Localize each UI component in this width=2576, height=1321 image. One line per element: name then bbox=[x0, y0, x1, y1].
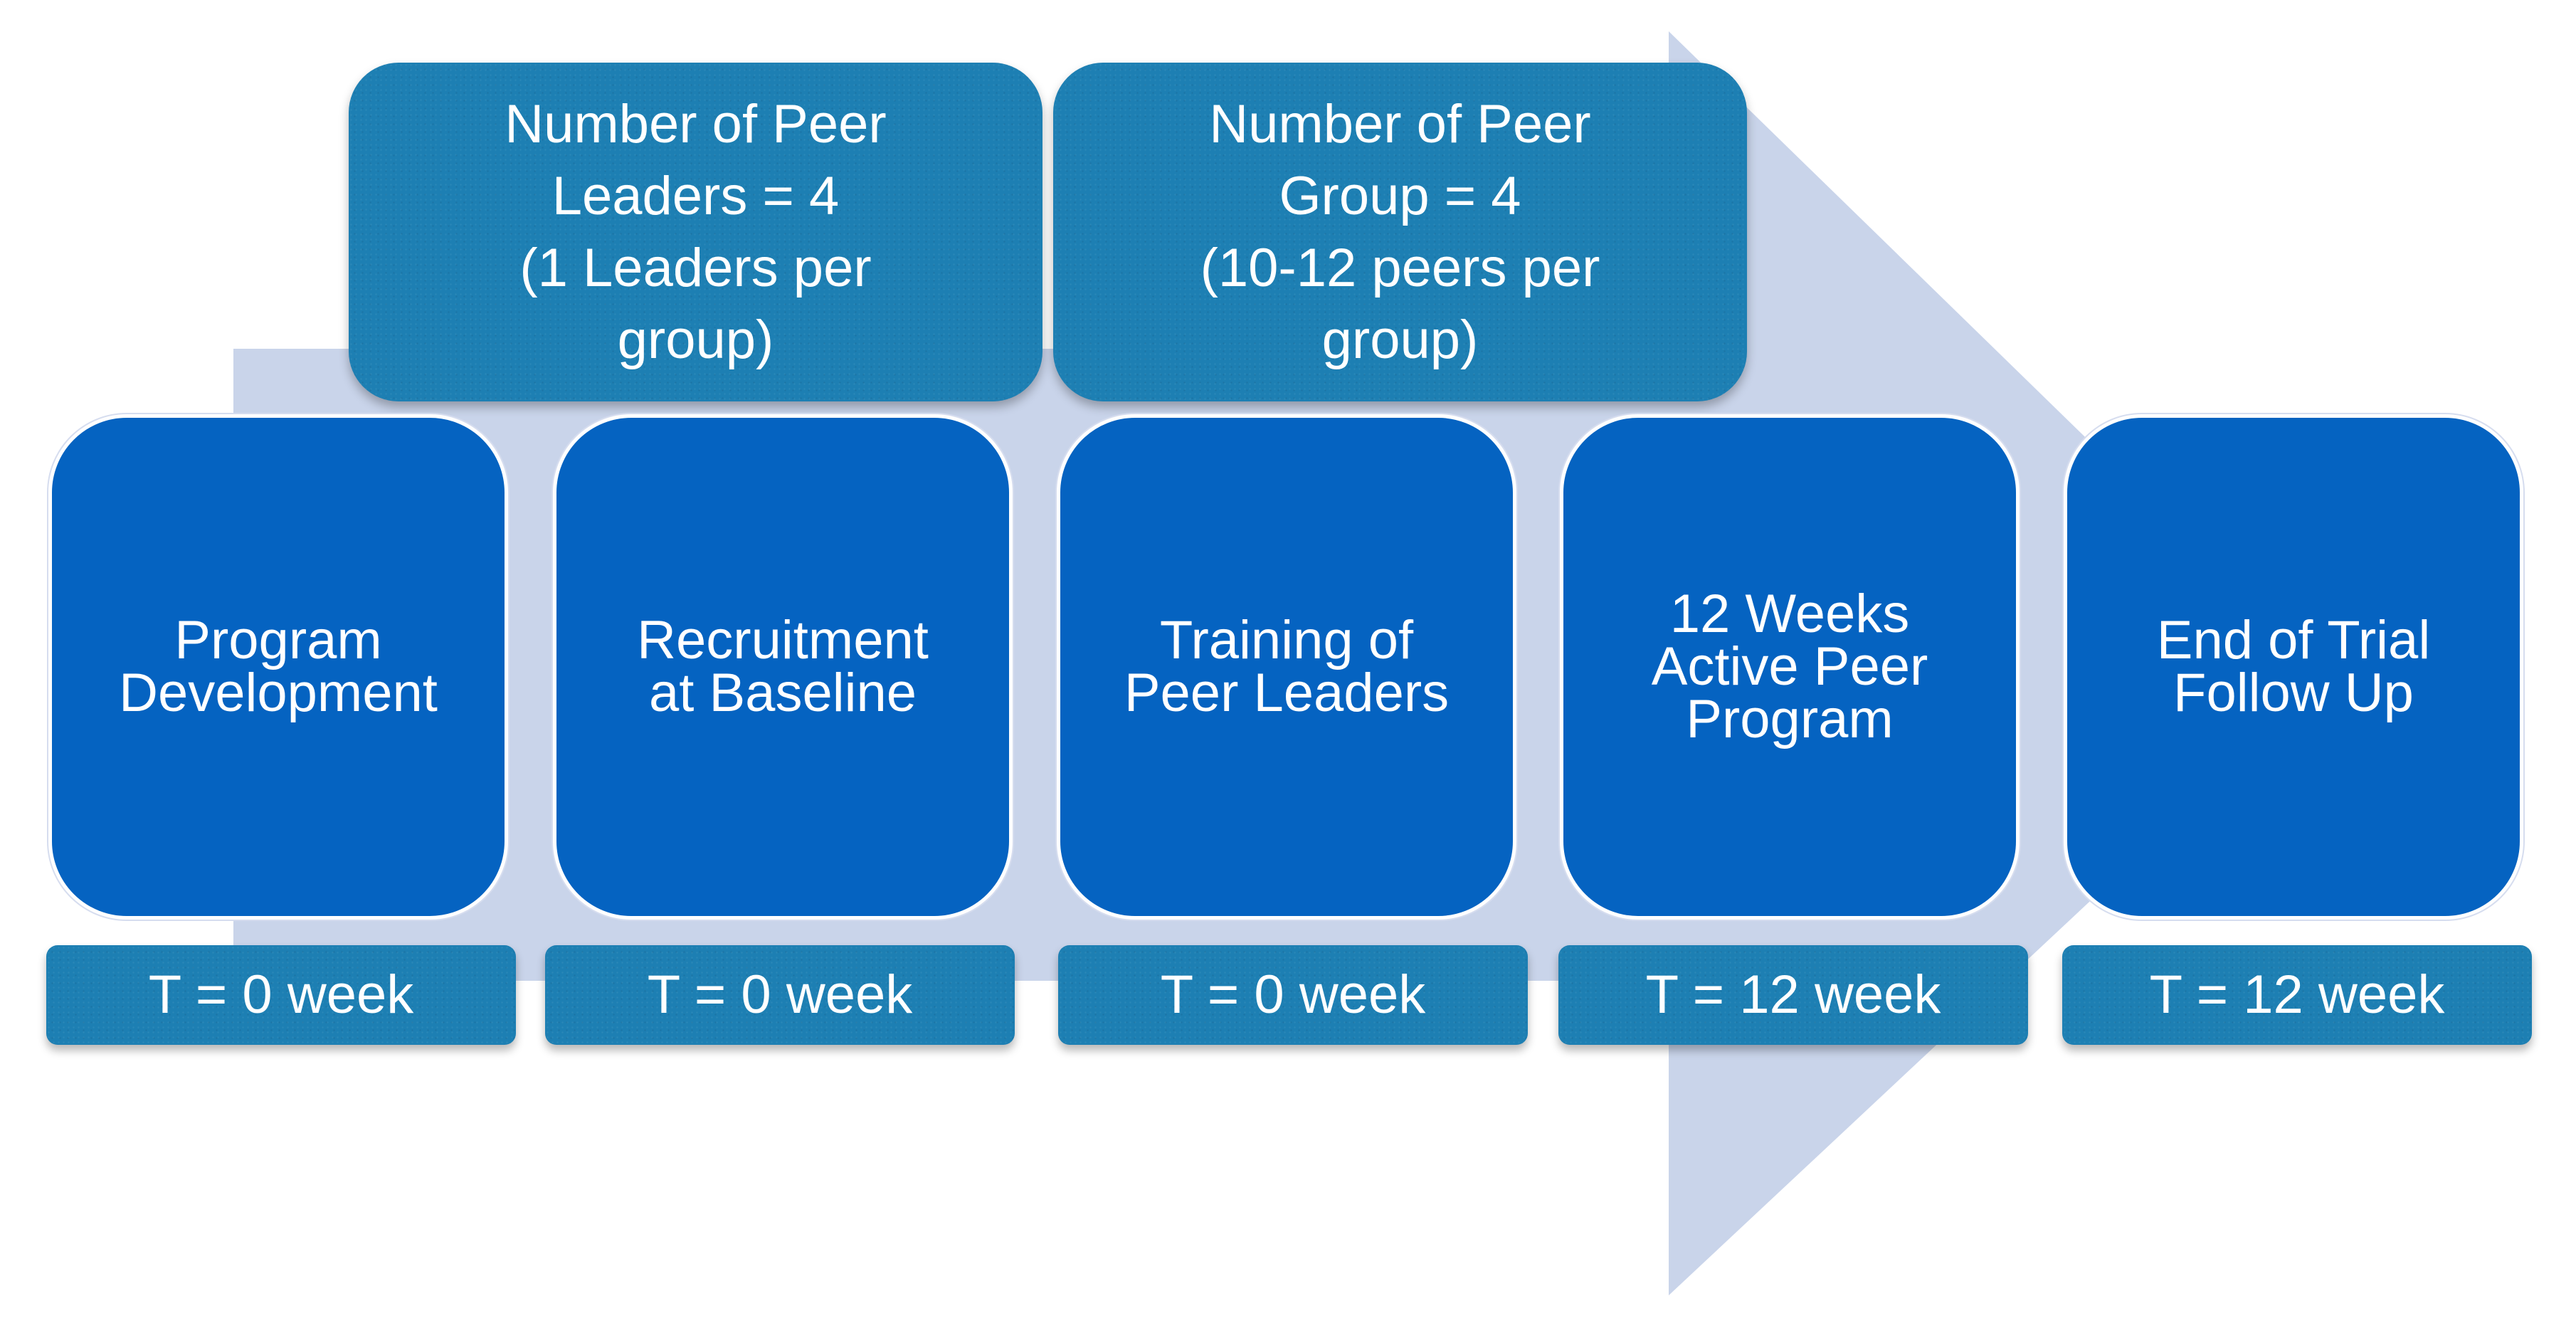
time-label-recruitment: T = 0 week bbox=[545, 945, 1015, 1045]
step-active-program: 12 Weeks Active Peer Program bbox=[1560, 414, 2020, 920]
step-recruitment: Recruitment at Baseline bbox=[553, 414, 1013, 920]
time-label-end-of-trial: T = 12 week bbox=[2062, 945, 2532, 1045]
time-label-active-program: T = 12 week bbox=[1558, 945, 2028, 1045]
peer-groups-callout: Number of Peer Group = 4 (10-12 peers pe… bbox=[1053, 63, 1747, 401]
step-program-development: Program Development bbox=[48, 414, 508, 920]
step-end-of-trial: End of Trial Follow Up bbox=[2064, 414, 2523, 920]
peer-leaders-callout: Number of Peer Leaders = 4 (1 Leaders pe… bbox=[349, 63, 1042, 401]
time-label-training: T = 0 week bbox=[1058, 945, 1528, 1045]
step-training: Training of Peer Leaders bbox=[1057, 414, 1516, 920]
time-label-program-development: T = 0 week bbox=[46, 945, 516, 1045]
